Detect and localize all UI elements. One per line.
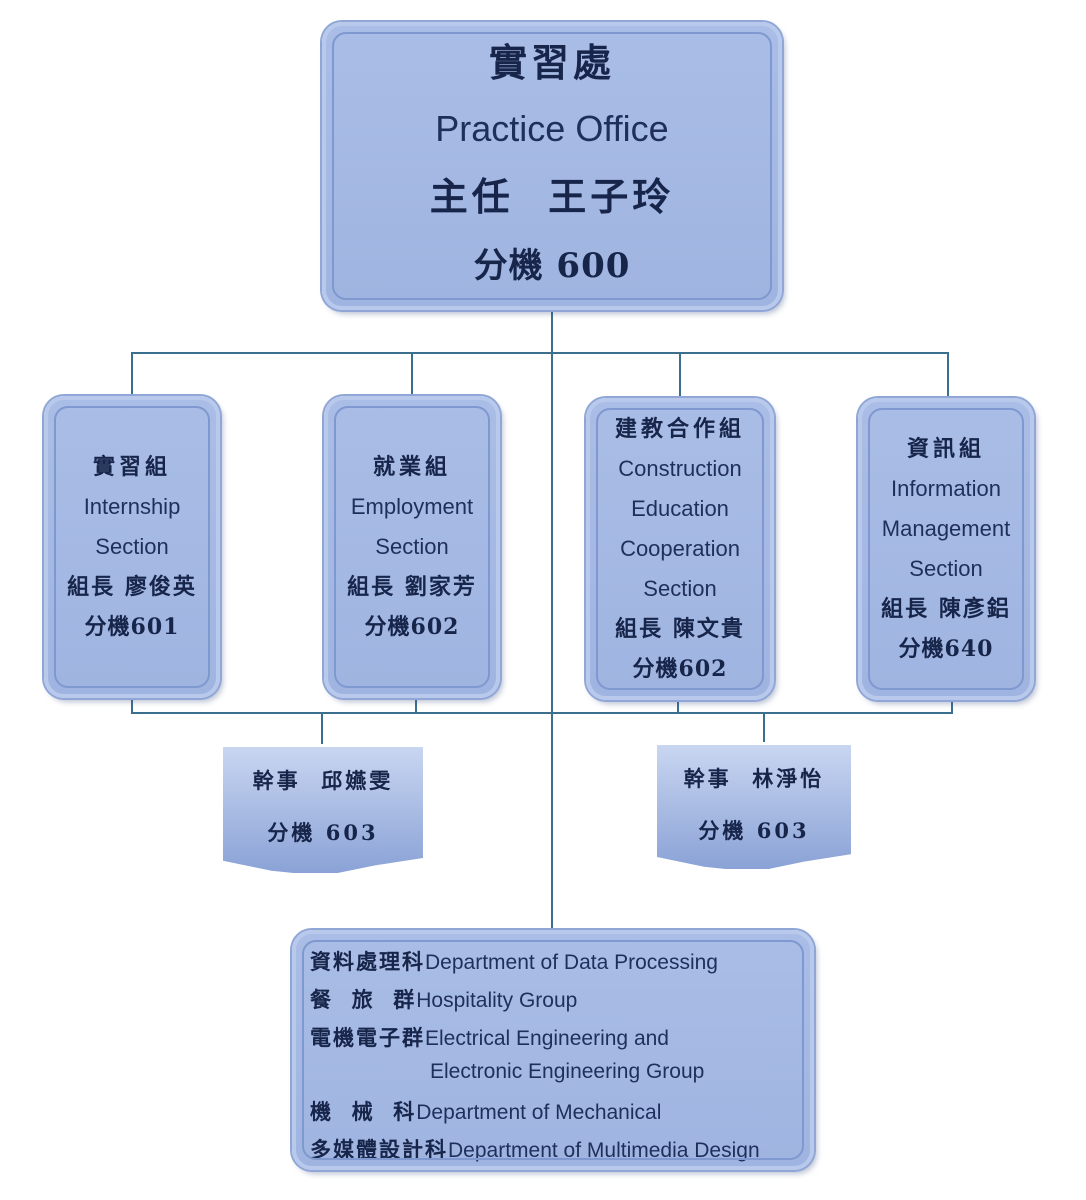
section-extension: 分機602: [632, 656, 728, 682]
section-name-zh: 建教合作組: [614, 416, 745, 442]
section-name-en: Section: [95, 534, 169, 559]
department-name-en: Department of Mechanical: [416, 1101, 662, 1124]
section-leader: 組長 陳彥鋁: [881, 596, 1011, 622]
connector-line: [321, 712, 323, 746]
department-row: Electronic Engineering Group: [430, 1060, 704, 1084]
department-name-zh: 多媒體設計科: [310, 1137, 448, 1162]
section-name-en: Cooperation: [620, 536, 740, 561]
connector-line: [131, 352, 133, 398]
section-leader: 組長 陳文貴: [615, 616, 745, 642]
section-extension: 分機640: [898, 636, 994, 662]
section-name-zh: 資訊組: [906, 436, 985, 462]
connector-line: [551, 312, 553, 932]
office-title-en: Practice Office: [435, 108, 669, 149]
section-box-cooperation: 建教合作組 Construction Education Cooperation…: [586, 398, 774, 700]
section-extension: 分機602: [364, 614, 460, 640]
section-box-information: 資訊組 Information Management Section 組長 陳彥…: [858, 398, 1034, 700]
connector-line: [947, 352, 949, 398]
connector-line: [951, 698, 953, 712]
departments-box: 資料處理科Department of Data Processing 餐 旅 群…: [292, 930, 814, 1170]
staff-extension: 分機 603: [267, 820, 379, 845]
section-extension: 分機601: [84, 614, 180, 640]
office-title-zh: 實習處: [488, 40, 615, 85]
connector-line: [679, 352, 681, 398]
department-name-zh: 機 械 科: [310, 1099, 417, 1124]
office-extension: 分機 600: [473, 246, 631, 286]
connector-line: [415, 696, 417, 712]
department-name-zh: 餐 旅 群: [310, 987, 417, 1012]
connector-line: [677, 698, 679, 712]
department-name-en: Department of Multimedia Design: [448, 1139, 760, 1162]
department-name-en: Electrical Engineering and: [425, 1027, 669, 1050]
department-row: 餐 旅 群Hospitality Group: [310, 984, 577, 1014]
section-box-internship: 實習組 Internship Section 組長 廖俊英 分機601: [44, 396, 220, 698]
connector-line: [131, 696, 133, 712]
section-name-en: Section: [643, 576, 717, 601]
staff-extension: 分機 603: [698, 818, 810, 843]
department-name-zh: 電機電子群: [310, 1025, 425, 1050]
section-name-zh: 實習組: [92, 454, 171, 480]
connector-line: [131, 352, 949, 354]
connector-line: [763, 712, 765, 744]
section-box-employment: 就業組 Employment Section 組長 劉家芳 分機602: [324, 396, 500, 698]
section-name-en: Information: [890, 476, 1002, 501]
staff-note: 幹事 林淨怡 分機 603: [654, 742, 854, 872]
section-name-en: Section: [909, 556, 983, 581]
section-leader: 組長 廖俊英: [67, 574, 197, 600]
connector-line: [131, 712, 953, 714]
section-name-en: Internship: [83, 494, 181, 519]
department-name-en: Department of Data Processing: [425, 951, 718, 974]
department-name-en: Electronic Engineering Group: [430, 1060, 705, 1083]
section-name-zh: 就業組: [372, 454, 451, 480]
section-name-en: Management: [881, 516, 1011, 541]
connector-line: [411, 352, 413, 398]
department-row: 電機電子群Electrical Engineering and: [310, 1022, 669, 1052]
department-name-en: Hospitality Group: [416, 989, 578, 1012]
department-row: 多媒體設計科Department of Multimedia Design: [310, 1134, 760, 1164]
staff-name: 幹事 邱嬿雯: [252, 768, 394, 793]
section-name-en: Employment: [350, 494, 474, 519]
staff-name: 幹事 林淨怡: [683, 766, 825, 791]
department-row: 機 械 科Department of Mechanical: [310, 1096, 661, 1126]
practice-office-box: 實習處 Practice Office 主任 王子玲 分機 600: [322, 22, 782, 310]
department-row: 資料處理科Department of Data Processing: [310, 946, 718, 976]
department-name-zh: 資料處理科: [310, 949, 425, 974]
section-name-en: Section: [375, 534, 449, 559]
office-director: 主任 王子玲: [429, 174, 675, 219]
section-name-en: Construction: [618, 456, 742, 481]
section-name-en: Education: [631, 496, 729, 521]
section-leader: 組長 劉家芳: [347, 574, 477, 600]
staff-note: 幹事 邱嬿雯 分機 603: [220, 744, 426, 876]
